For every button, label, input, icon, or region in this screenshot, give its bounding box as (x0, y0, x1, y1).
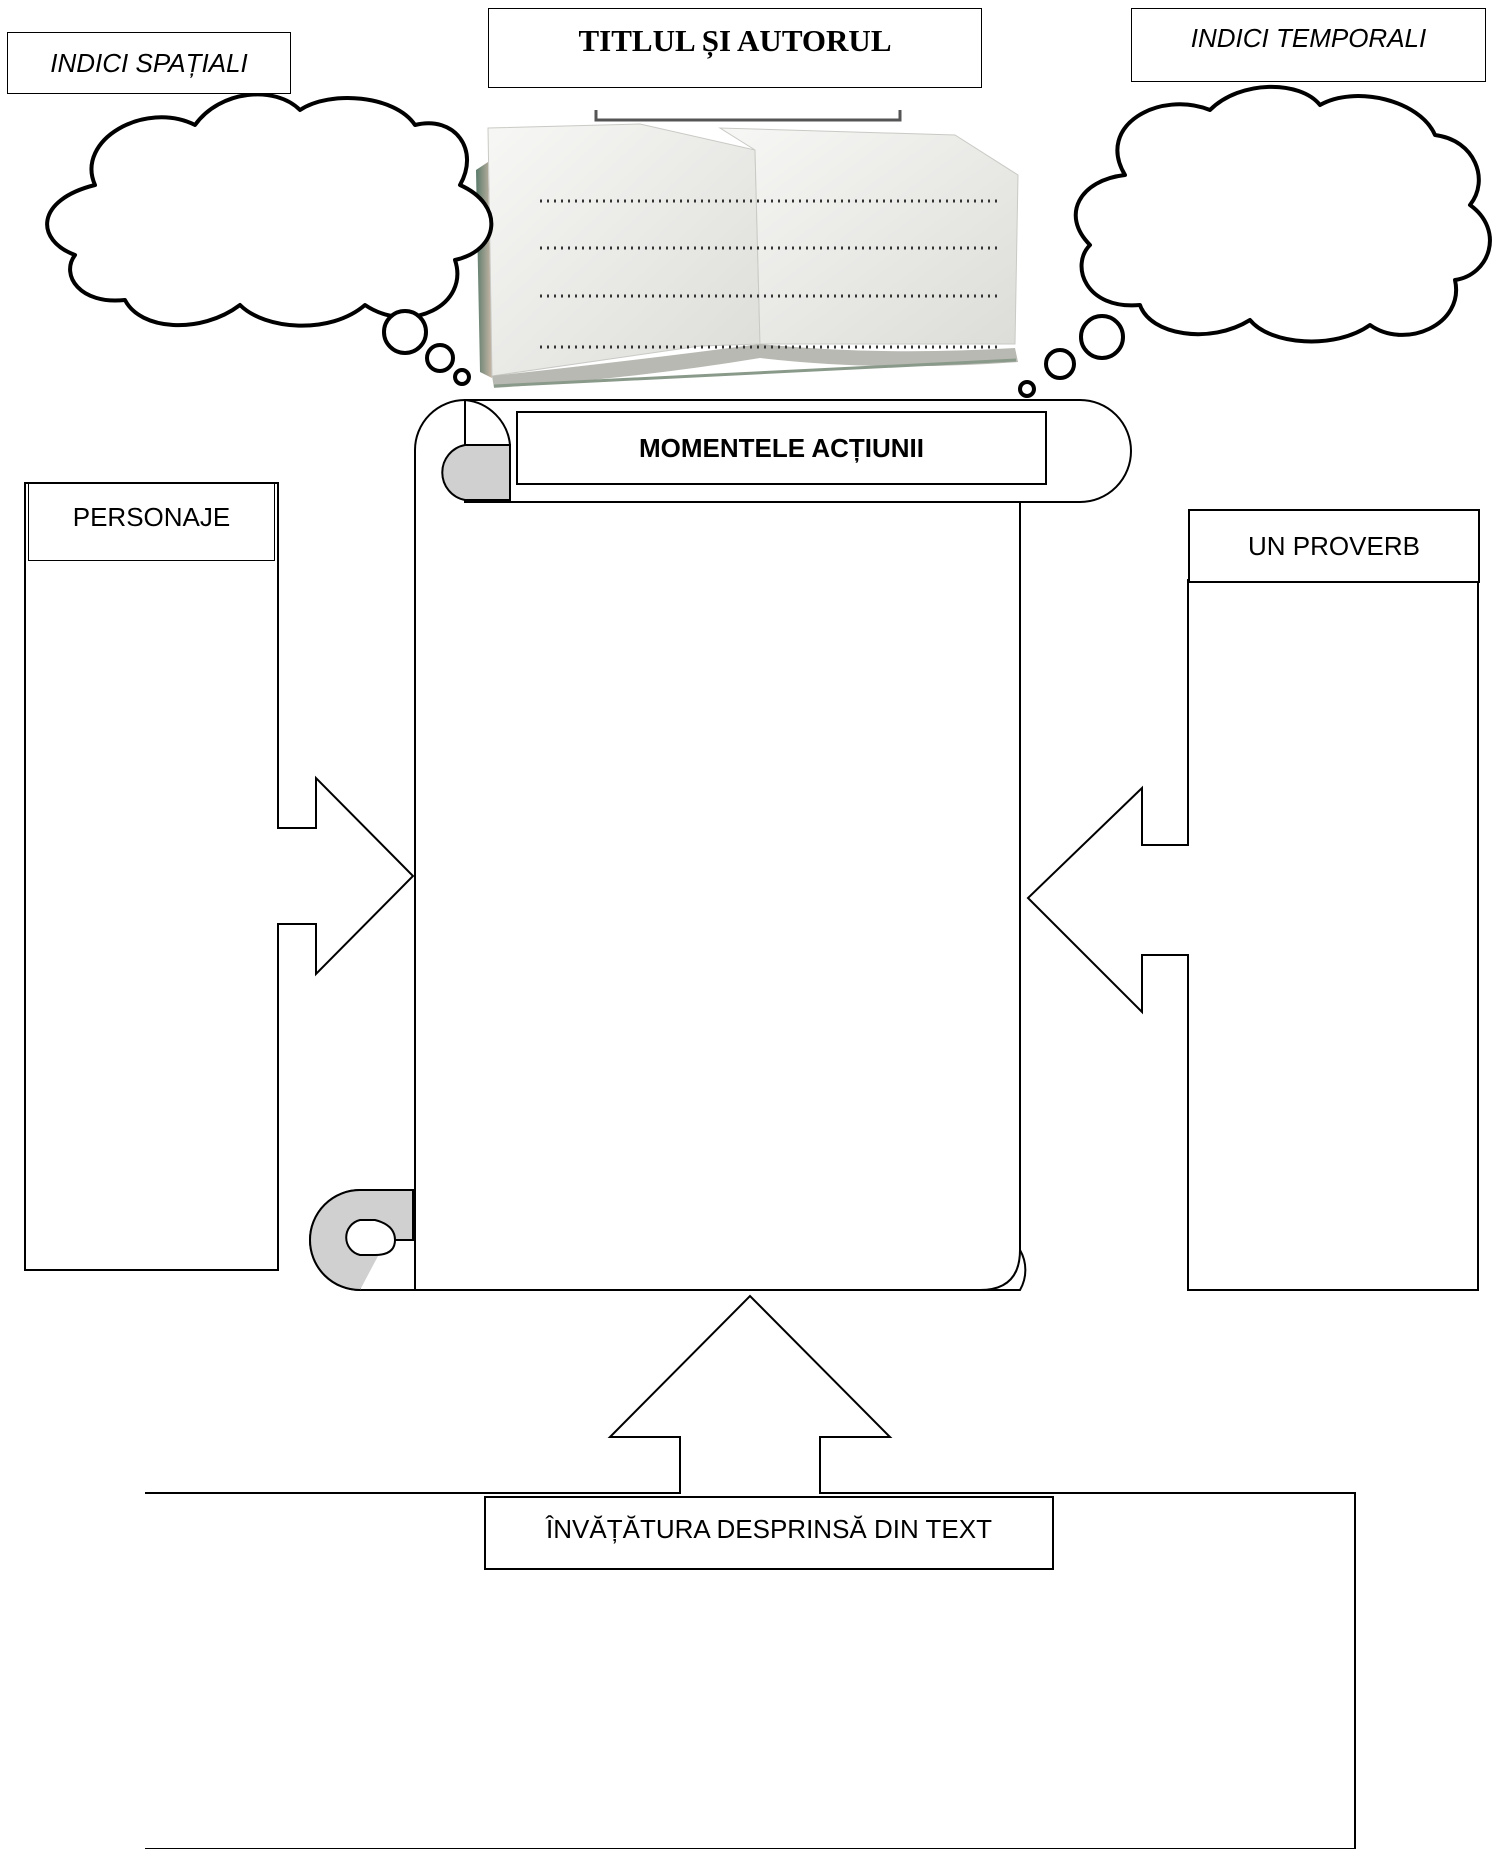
spatial-clues-label: INDICI SPAȚIALI (50, 47, 248, 78)
title-author-label: TITLUL ȘI AUTORUL (578, 23, 892, 58)
title-bracket (594, 110, 902, 122)
characters-box: PERSONAJE (28, 483, 275, 561)
temporal-clues-box: INDICI TEMPORALI (1131, 8, 1486, 82)
action-moments-label: MOMENTELE ACȚIUNII (638, 432, 925, 463)
action-moments-box: MOMENTELE ACȚIUNII (516, 411, 1047, 485)
characters-label: PERSONAJE (72, 502, 231, 532)
lesson-label: ÎNVĂȚĂTURA DESPRINSĂ DIN TEXT (546, 1514, 992, 1544)
left-thought-cloud (45, 92, 494, 386)
lesson-box: ÎNVĂȚĂTURA DESPRINSĂ DIN TEXT (484, 1496, 1054, 1570)
temporal-clues-label: INDICI TEMPORALI (1190, 23, 1427, 53)
right-panel (1026, 579, 1479, 1291)
right-thought-cloud (1018, 84, 1492, 398)
open-book-image (476, 123, 1019, 388)
writing-lines (540, 199, 1002, 349)
spatial-clues-box: INDICI SPAȚIALI (7, 32, 291, 94)
proverb-box: UN PROVERB (1188, 509, 1480, 583)
bottom-panel (145, 1294, 1356, 1849)
scroll-shape (308, 399, 1132, 1292)
proverb-label: UN PROVERB (1248, 531, 1420, 561)
left-panel (24, 482, 415, 1271)
title-author-box: TITLUL ȘI AUTORUL (488, 8, 982, 88)
